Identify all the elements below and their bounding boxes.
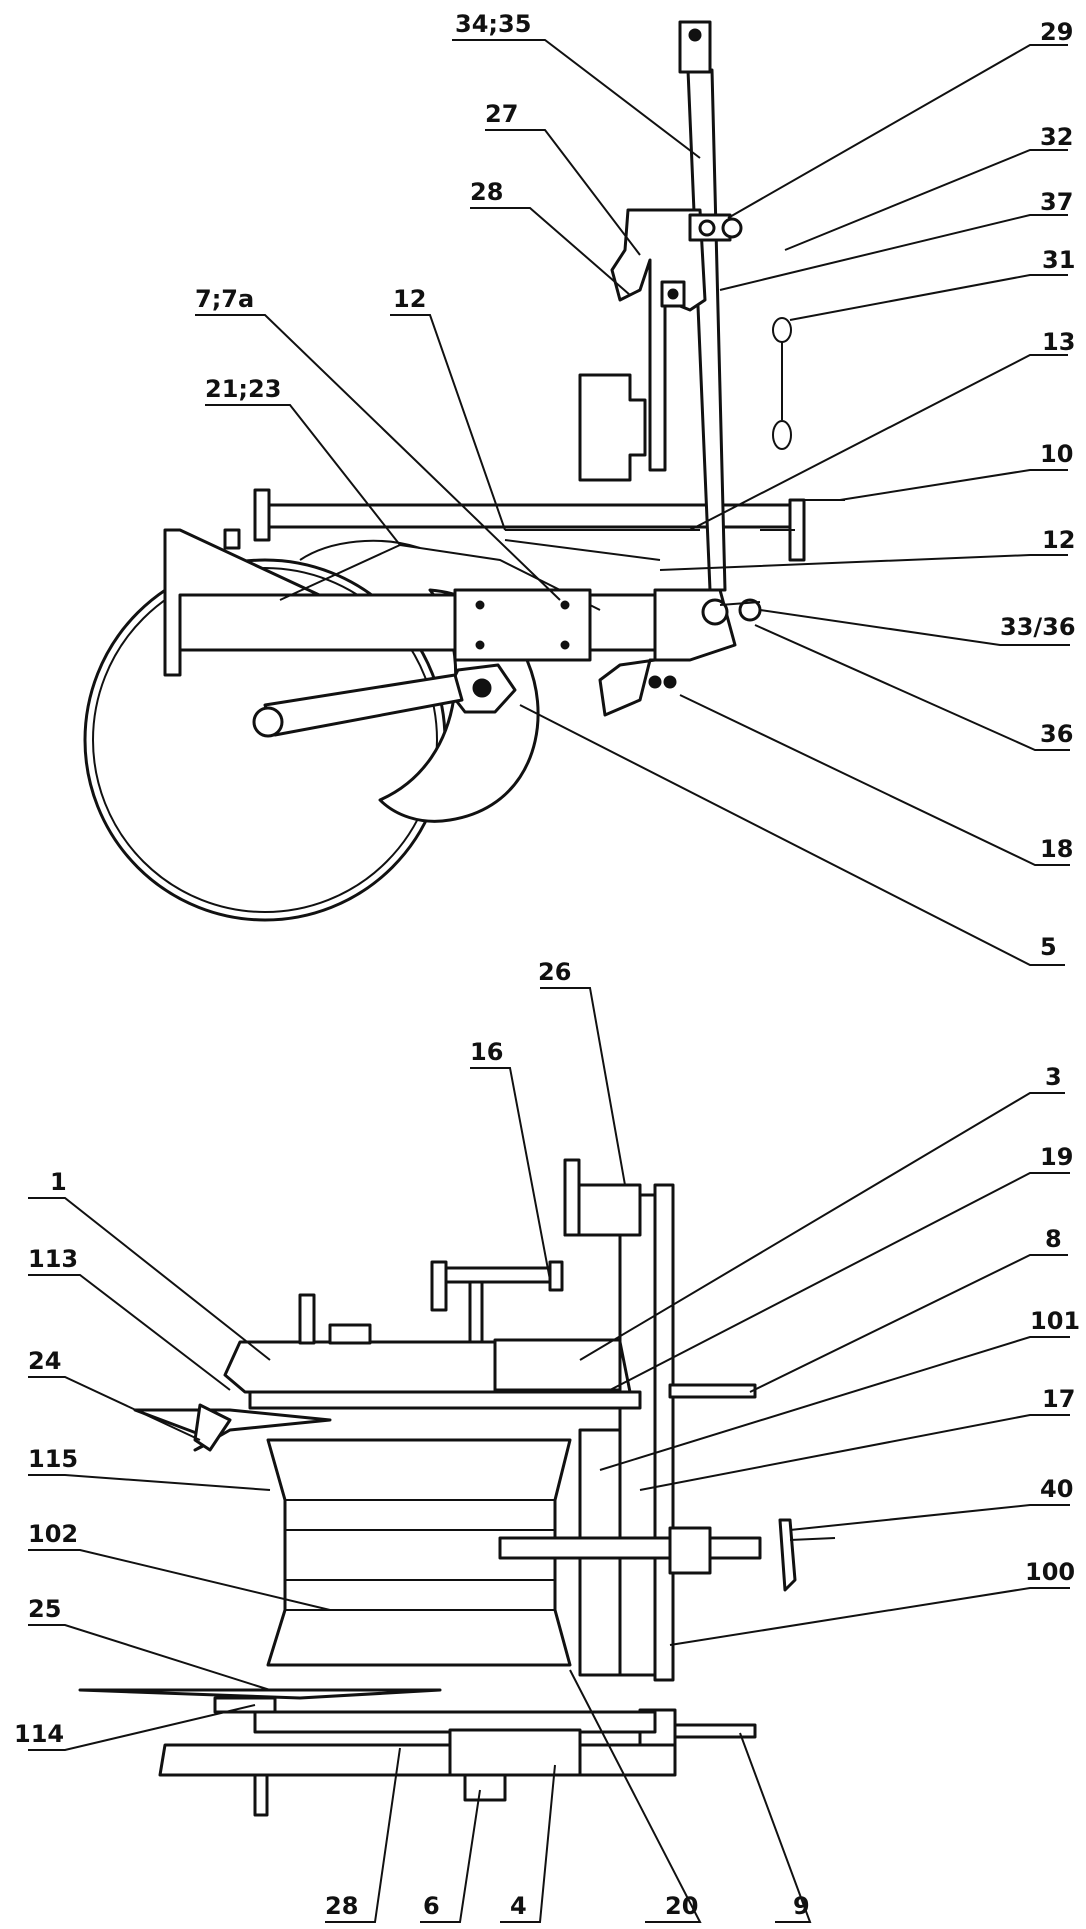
main-beam xyxy=(178,593,702,652)
callout-bottom-1: 26 xyxy=(538,958,571,986)
callout-bottom-8: 101 xyxy=(1030,1307,1080,1335)
seed-box xyxy=(578,373,647,482)
top-view xyxy=(83,20,845,922)
drum xyxy=(266,1438,572,1667)
callout-bottom-17: 28 xyxy=(325,1892,358,1920)
callout-labels: 34;35 29 27 32 28 37 31 7;7a 12 21;23 13… xyxy=(14,10,1080,1920)
gear-housing xyxy=(453,588,592,662)
callout-bottom-18: 6 xyxy=(423,1892,440,1920)
chain-icon xyxy=(772,317,792,450)
callout-bottom-4: 19 xyxy=(1040,1143,1073,1171)
callout-bottom-21: 9 xyxy=(793,1892,810,1920)
callout-bottom-6: 8 xyxy=(1045,1225,1062,1253)
callout-top-10: 21;23 xyxy=(205,375,281,403)
callout-bottom-13: 102 xyxy=(28,1520,78,1548)
back-plate xyxy=(653,1183,675,1682)
callout-top-6: 37 xyxy=(1040,188,1073,216)
callout-top-5: 28 xyxy=(470,178,503,206)
leader-lines xyxy=(28,39,1070,1923)
callout-bottom-9: 24 xyxy=(28,1347,61,1375)
callout-top-17: 5 xyxy=(1040,933,1057,961)
mount-bracket xyxy=(598,588,737,717)
blade-bottom xyxy=(78,1688,442,1700)
callout-bottom-2: 16 xyxy=(470,1038,503,1066)
callout-top-7: 31 xyxy=(1042,246,1075,274)
callout-bottom-3: 3 xyxy=(1045,1063,1062,1091)
callout-bottom-16: 114 xyxy=(14,1720,64,1748)
callout-top-4: 32 xyxy=(1040,123,1073,151)
callout-top-11: 13 xyxy=(1042,328,1075,356)
callout-bottom-15: 25 xyxy=(28,1595,61,1623)
callout-bottom-14: 100 xyxy=(1025,1558,1075,1586)
callout-top-14: 33/36 xyxy=(1000,613,1076,641)
callout-top-3: 27 xyxy=(485,100,518,128)
callout-top-9: 12 xyxy=(393,285,426,313)
bottom-view xyxy=(78,1158,836,1817)
callout-top-1: 34;35 xyxy=(455,10,531,38)
callout-top-12: 10 xyxy=(1040,440,1073,468)
callout-top-16: 18 xyxy=(1040,835,1073,863)
callout-bottom-12: 40 xyxy=(1040,1475,1073,1503)
callout-top-13: 12 xyxy=(1042,526,1075,554)
lower-frame xyxy=(158,1743,677,1777)
callout-bottom-10: 17 xyxy=(1042,1385,1075,1413)
callout-bottom-19: 4 xyxy=(510,1892,527,1920)
callout-top-15: 36 xyxy=(1040,720,1073,748)
callout-top-8: 7;7a xyxy=(195,285,254,313)
callout-bottom-20: 20 xyxy=(665,1892,698,1920)
callout-bottom-7: 113 xyxy=(28,1245,78,1273)
callout-bottom-11: 115 xyxy=(28,1445,78,1473)
callout-bottom-5: 1 xyxy=(50,1168,67,1196)
callout-top-2: 29 xyxy=(1040,18,1073,46)
